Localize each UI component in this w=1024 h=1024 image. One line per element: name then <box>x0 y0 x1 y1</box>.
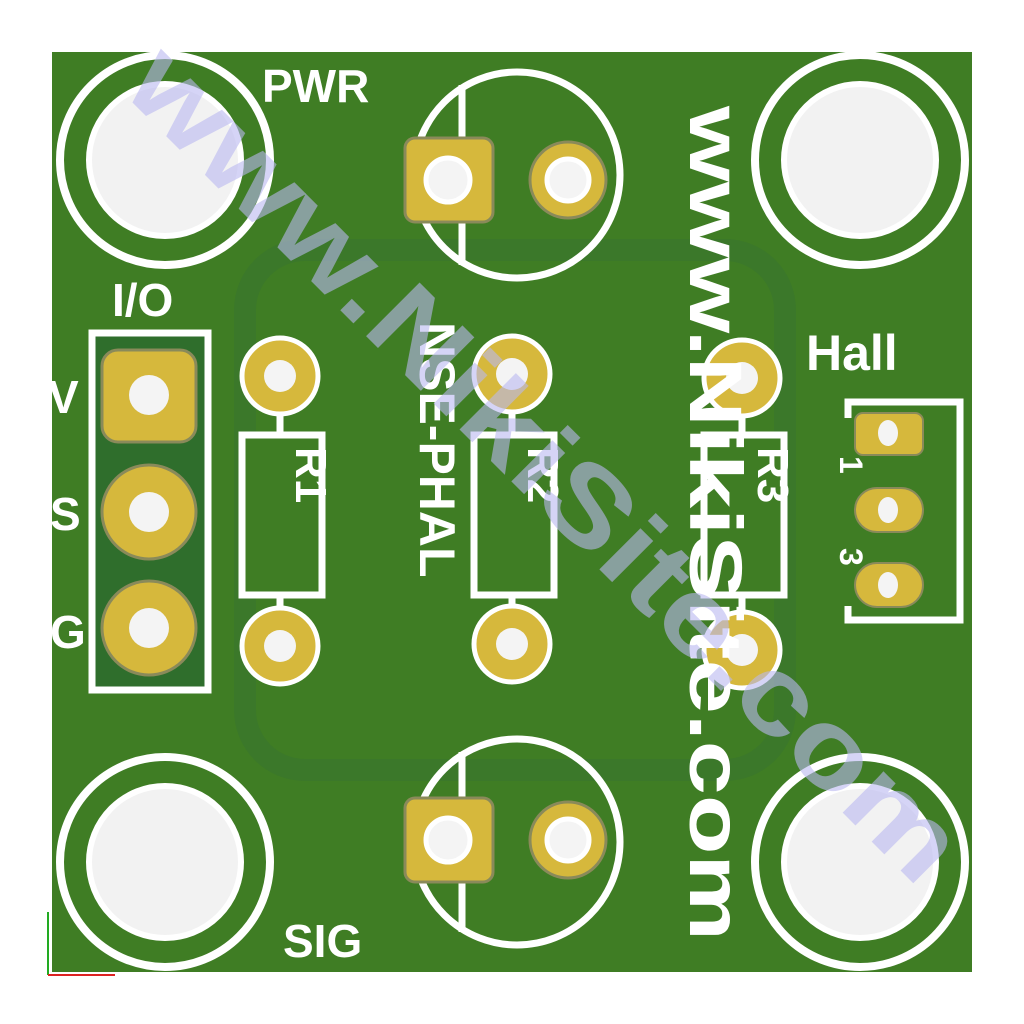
s-pin-label: S <box>50 488 81 540</box>
mounting-hole-top-right <box>751 51 969 269</box>
part-number-label: NSE-PHAL <box>409 322 465 578</box>
sig-label: SIG <box>283 915 362 967</box>
mounting-hole-top-left <box>56 51 274 269</box>
hall-label: Hall <box>806 325 898 381</box>
r2-label: R2 <box>518 447 567 503</box>
io-label: I/O <box>112 274 173 326</box>
mounting-hole-bottom-left <box>56 753 274 971</box>
v-pin-label: V <box>48 371 79 423</box>
mounting-hole-bottom-right <box>751 753 969 971</box>
pin1-label: 1 <box>833 456 869 474</box>
pin3-label: 3 <box>833 548 869 566</box>
g-pin-label: G <box>50 606 86 658</box>
pwr-label: PWR <box>262 60 369 112</box>
site-label: www.NikiSite.com <box>674 105 757 941</box>
io-header <box>88 329 212 694</box>
r1-label: R1 <box>286 447 335 503</box>
